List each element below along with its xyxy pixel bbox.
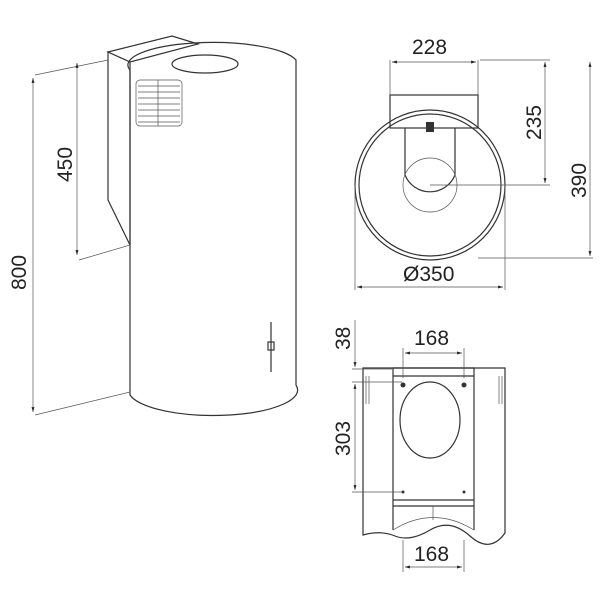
dim-168-top: 168 [414,327,449,350]
dim-168-bottom: 168 [414,543,449,566]
back-view: 38 168 303 168 [332,320,506,572]
dim-390: 390 [568,163,591,198]
top-view: 228 235 390 Ø350 [354,36,593,290]
dim-235: 235 [523,105,546,140]
dim-303: 303 [332,421,355,456]
dim-800: 800 [8,255,31,290]
dim-228: 228 [412,36,447,59]
isometric-view: 800 450 [8,35,299,417]
dim-diameter-350: Ø350 [403,263,454,286]
dim-38: 38 [332,327,355,350]
dim-450: 450 [54,147,77,182]
